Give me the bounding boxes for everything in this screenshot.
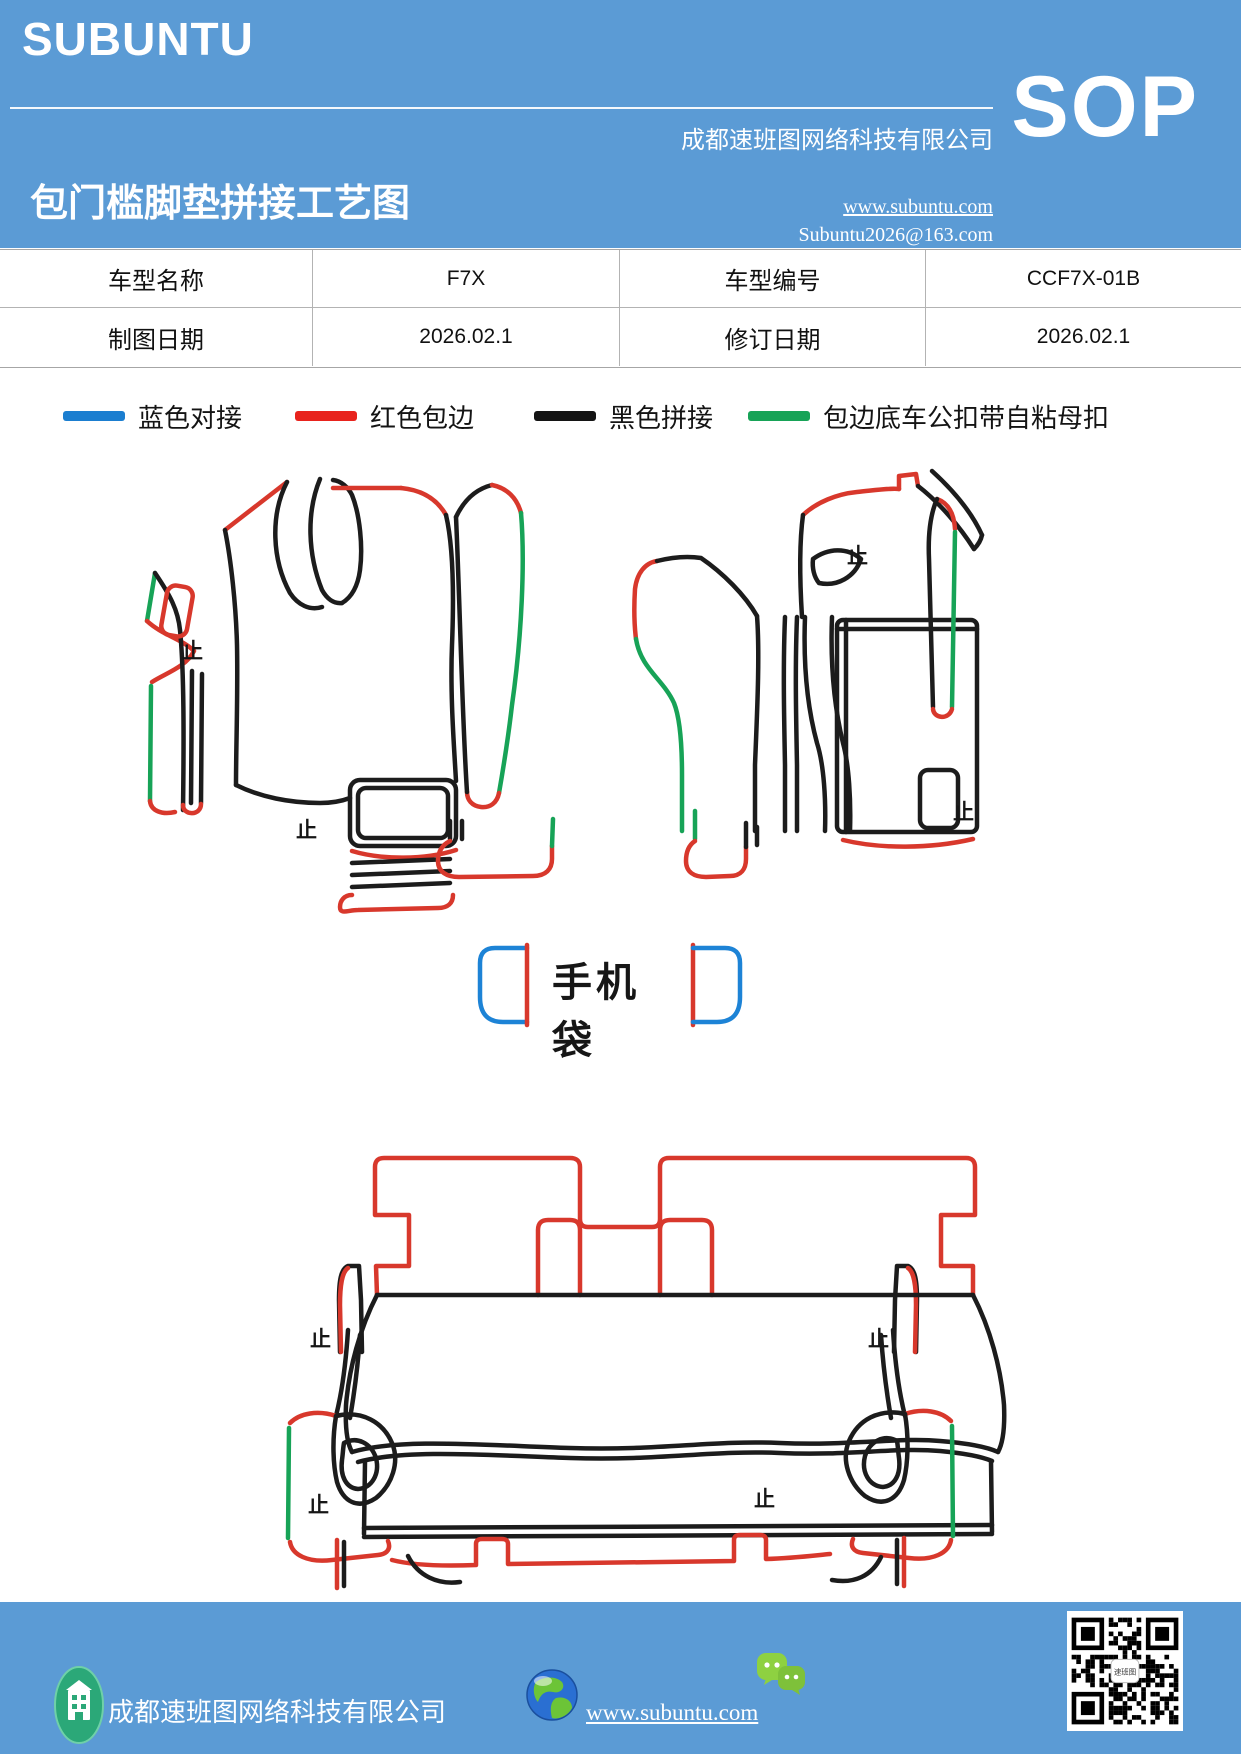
header-company-name: 成都速班图网络科技有限公司 (681, 128, 993, 154)
brand-logo-text: SUBUNTU (22, 13, 254, 65)
legend-label: 包边底车公扣带自粘母扣 (823, 403, 1110, 433)
front-left-mat-diagram: 止 止 (144, 476, 556, 914)
svg-text:止: 止 (296, 818, 317, 842)
stitch-color-legend: 蓝色对接 红色包边 黑色拼接 包边底车公扣带自粘母扣 (0, 396, 1241, 436)
svg-text:止: 止 (182, 639, 203, 663)
legend-item-green: 包边底车公扣带自粘母扣 (748, 396, 1109, 436)
table-label-model-code: 车型编号 (620, 250, 926, 308)
sop-heading: SOP (1011, 59, 1199, 155)
legend-label: 蓝色对接 (138, 403, 243, 433)
header-banner: SUBUNTU 包门槛脚垫拼接工艺图 成都速班图网络科技有限公司 www.sub… (0, 0, 1241, 248)
table-label-model-name: 车型名称 (0, 250, 313, 308)
svg-text:止: 止 (953, 800, 974, 824)
building-icon (54, 1666, 104, 1744)
blue-line-swatch (63, 411, 125, 421)
front-right-mat-diagram: 止 止 (632, 468, 985, 880)
svg-text:止: 止 (868, 1327, 889, 1351)
wechat-qr-code: 速班图 (1067, 1611, 1183, 1731)
table-label-revision-date: 修订日期 (620, 308, 926, 366)
table-value-model-name: F7X (313, 250, 620, 308)
wechat-icon (757, 1653, 805, 1695)
legend-label: 红色包边 (370, 403, 475, 433)
legend-item-black: 黑色拼接 (534, 396, 713, 436)
table-value-model-code: CCF7X-01B (926, 250, 1241, 308)
footer-company-name: 成都速班图网络科技有限公司 (108, 1698, 447, 1727)
legend-item-blue: 蓝色对接 (63, 396, 242, 436)
svg-text:止: 止 (308, 1493, 329, 1517)
vehicle-info-table: 车型名称 F7X 车型编号 CCF7X-01B 制图日期 2026.02.1 修… (0, 249, 1241, 368)
black-line-swatch (534, 411, 596, 421)
red-line-swatch (295, 411, 357, 421)
svg-text:速班图: 速班图 (1114, 1667, 1136, 1677)
header-website-link[interactable]: www.subuntu.com (843, 196, 993, 218)
page-title: 包门槛脚垫拼接工艺图 (30, 183, 411, 225)
legend-item-red: 红色包边 (295, 396, 474, 436)
svg-text:止: 止 (847, 544, 868, 568)
header-divider-line (10, 107, 993, 109)
legend-label: 黑色拼接 (609, 403, 714, 433)
phone-bag-label: 手机袋 (552, 961, 640, 1063)
table-value-draw-date: 2026.02.1 (313, 308, 620, 366)
footer-website-link[interactable]: www.subuntu.com (586, 1700, 759, 1725)
table-value-revision-date: 2026.02.1 (926, 308, 1241, 366)
table-label-draw-date: 制图日期 (0, 308, 313, 366)
globe-icon (526, 1669, 578, 1721)
rear-mat-diagram: 止 止 止 止 (285, 1155, 1007, 1591)
svg-text:止: 止 (310, 1327, 331, 1351)
phone-bag-diagram (477, 942, 743, 1028)
svg-text:止: 止 (754, 1487, 775, 1511)
footer-banner: 成都速班图网络科技有限公司 www.subuntu.com 速班图 (0, 1602, 1241, 1754)
header-email: Subuntu2026@163.com (798, 224, 993, 246)
green-line-swatch (748, 411, 810, 421)
